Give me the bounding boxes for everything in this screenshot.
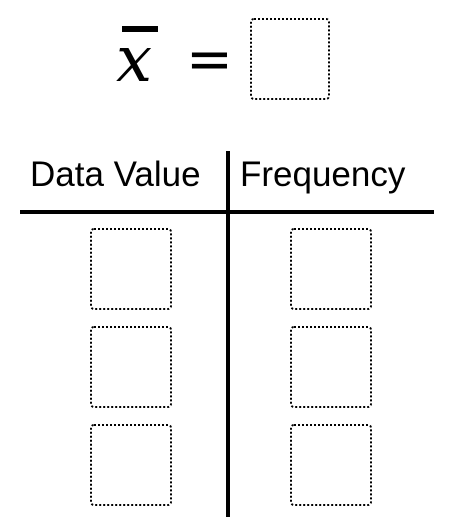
frequency-box-3[interactable] bbox=[290, 424, 372, 506]
frequency-box-2[interactable] bbox=[290, 326, 372, 408]
mean-answer-box[interactable] bbox=[250, 18, 330, 100]
equals-sign: = bbox=[186, 27, 233, 92]
data-value-box-3[interactable] bbox=[90, 424, 172, 506]
data-value-box-2[interactable] bbox=[90, 326, 172, 408]
frequency-table: Data Value Frequency bbox=[0, 145, 459, 525]
overline bbox=[122, 26, 158, 32]
header-data-value: Data Value bbox=[30, 155, 201, 194]
x-variable: x bbox=[116, 23, 153, 97]
x-bar-symbol: x bbox=[112, 26, 168, 96]
column-divider bbox=[226, 151, 230, 517]
header-frequency: Frequency bbox=[240, 155, 406, 194]
data-value-box-1[interactable] bbox=[90, 228, 172, 310]
mean-equation: x = bbox=[0, 0, 459, 120]
frequency-box-1[interactable] bbox=[290, 228, 372, 310]
